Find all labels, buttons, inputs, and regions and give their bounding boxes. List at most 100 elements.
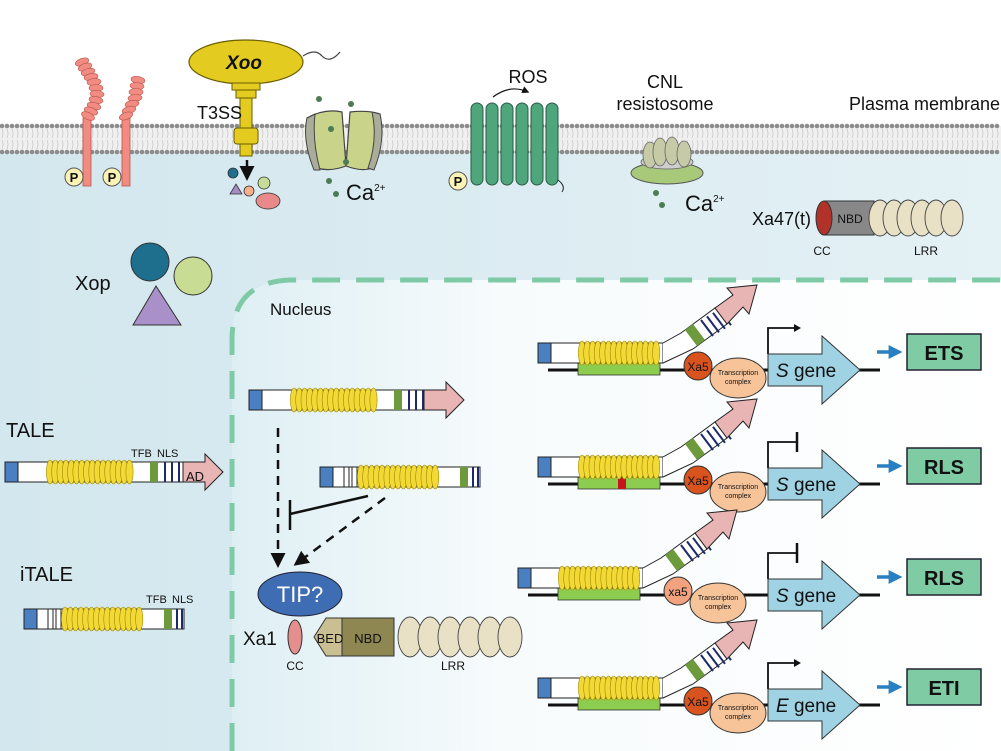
ad-arrow	[182, 452, 224, 492]
tale-repeat	[652, 675, 661, 701]
lipid-head	[824, 123, 830, 129]
lipid-tail	[751, 128, 754, 150]
lipid-head	[614, 149, 620, 155]
lipid-head	[784, 123, 790, 129]
lipid-head	[254, 123, 260, 129]
lipid-tail	[156, 128, 159, 150]
lipid-head	[799, 149, 805, 155]
lipid-tail	[696, 128, 699, 150]
lipid-tail	[946, 128, 949, 150]
lipid-head	[569, 123, 575, 129]
outcome-box	[906, 668, 982, 706]
lipid-tail	[821, 128, 824, 150]
transcription-complex-label: complex	[705, 604, 732, 611]
lipid-head	[744, 123, 750, 129]
lipid-head	[429, 149, 435, 155]
lipid-head	[279, 123, 285, 129]
lipid-head	[419, 149, 425, 155]
lipid-tail	[211, 128, 214, 150]
lipid-tail	[836, 128, 839, 150]
itale-to-tip-arrow	[293, 496, 386, 566]
lipid-tail	[386, 128, 389, 150]
tale-construct	[4, 452, 224, 492]
receptor-stem	[82, 117, 92, 187]
lipid-tail	[191, 128, 194, 150]
nls-stripe	[706, 315, 720, 333]
lipid-head	[454, 149, 460, 155]
lipid-head	[979, 123, 985, 129]
lipid-tail	[791, 128, 794, 150]
lipid-tail	[971, 128, 974, 150]
nucleus-label: Nucleus	[270, 300, 331, 319]
lipid-head	[164, 123, 170, 129]
lipid-tail	[781, 128, 784, 150]
gene-arrow	[767, 559, 861, 631]
lipid-head	[874, 149, 880, 155]
lipid-head	[224, 123, 230, 129]
lipid-head	[399, 123, 405, 129]
lipid-tail	[41, 128, 44, 150]
effector-circle-icon	[227, 167, 239, 179]
lipid-head	[39, 149, 45, 155]
lipid-head	[894, 149, 900, 155]
lipid-tail	[301, 128, 304, 150]
lipid-head	[979, 149, 985, 155]
lipid-tail	[796, 128, 799, 150]
nls-stripe	[712, 312, 726, 330]
lipid-head	[59, 123, 65, 129]
lipid-tail	[111, 128, 114, 150]
transcription-complex-label: complex	[725, 379, 752, 386]
lipid-tail	[456, 128, 459, 150]
lipid-tail	[981, 128, 984, 150]
lipid-head	[559, 123, 565, 129]
lipid-head	[409, 123, 415, 129]
ad-arrow	[423, 380, 465, 420]
lipid-tail	[166, 128, 169, 150]
lipid-tail	[641, 128, 644, 150]
lipid-head	[54, 123, 60, 129]
lipid-tail	[446, 128, 449, 150]
lipid-head	[454, 123, 460, 129]
lipid-head	[884, 123, 890, 129]
lipid-tail	[561, 128, 564, 150]
lipid-tail	[21, 128, 24, 150]
lipid-tail	[706, 128, 709, 150]
lipid-head	[199, 123, 205, 129]
lipid-head	[194, 149, 200, 155]
lipid-head	[179, 123, 185, 129]
lipid-head	[929, 123, 935, 129]
nls-stripe	[680, 544, 694, 562]
lipid-tail	[801, 128, 804, 150]
lipid-head	[579, 123, 585, 129]
lipid-tail	[776, 128, 779, 150]
lipid-tail	[161, 128, 164, 150]
transcription-complex	[709, 357, 767, 399]
lipid-tail	[11, 128, 14, 150]
lipid-head	[934, 149, 940, 155]
lipid-tail	[76, 128, 79, 150]
lipid-tail	[441, 128, 444, 150]
xa1-cc-label: CC	[286, 659, 304, 673]
lipid-head	[934, 123, 940, 129]
lipid-head	[174, 149, 180, 155]
lipid-head	[704, 149, 710, 155]
lipid-head	[929, 149, 935, 155]
lipid-tail	[401, 128, 404, 150]
lipid-head	[859, 149, 865, 155]
tale-label: TALE	[6, 420, 55, 442]
lipid-tail	[941, 128, 944, 150]
lipid-head	[974, 149, 980, 155]
lipid-tail	[896, 128, 899, 150]
itale-gap	[351, 466, 358, 488]
lipid-head	[904, 149, 910, 155]
bound-tale-n-terminus	[537, 456, 552, 478]
receptor-stem	[121, 117, 131, 187]
lipid-head	[389, 149, 395, 155]
lipid-head	[9, 149, 15, 155]
lipid-tail	[591, 128, 594, 150]
t3ss-label: T3SS	[197, 103, 242, 123]
lipid-head	[344, 123, 350, 129]
itale-construct	[23, 606, 185, 632]
nls-stripe	[700, 433, 714, 451]
